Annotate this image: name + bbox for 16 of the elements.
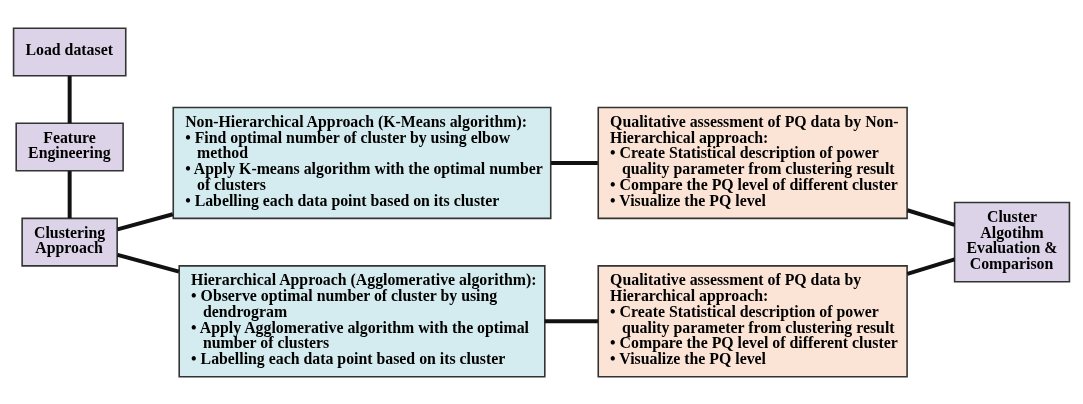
node-box: Qualitative assessment of PQ data by Hierarchical approach: • Create Statistical description of power quality parameter from clustering result • Compare the PQ level of different cluster • Visualize the PQ level	[597, 264, 908, 377]
connector	[906, 257, 956, 276]
node-box: Non-Hierarchical Approach (K-Means algorithm): • Find optimal number of cluster by using elbow method • Apply K-means algorithm with the optimal number of clusters • Labelling each data point based on its cluster	[172, 106, 552, 219]
connector	[67, 75, 72, 123]
connector	[117, 252, 180, 273]
node-box: Hierarchical Approach (Agglomerative algorithm): • Observe optimal number of cluster by using dendrogram • Apply Agglomerative algorithm with the optimal number of clusters • Labelling each data point based on its cluster	[178, 264, 546, 377]
node-box: Cluster Algotihm Evaluation & Comparison	[953, 201, 1071, 282]
connector	[906, 207, 956, 227]
node-box: Load dataset	[12, 27, 127, 77]
connector	[117, 211, 174, 231]
node-box: Clustering Approach	[21, 217, 118, 267]
node-box: Qualitative assessment of PQ data by Non-Hierarchical approach: • Create Statistical description of power quality parameter from clustering result • Compare the PQ level of different cluster • Visualize the PQ level	[597, 106, 908, 219]
connector	[551, 160, 598, 165]
node-box: Feature Engineering	[15, 122, 124, 172]
connector	[544, 318, 598, 323]
connector	[67, 170, 72, 218]
